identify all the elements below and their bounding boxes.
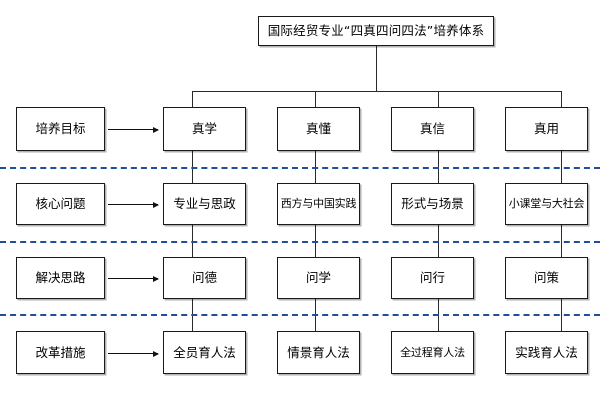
cell-box-r1c3: 真信 bbox=[391, 107, 474, 151]
column-spine-3 bbox=[438, 107, 439, 352]
cell-text-r2c1: 专业与思政 bbox=[173, 196, 236, 212]
row-arrow-2 bbox=[108, 201, 159, 208]
cell-box-r1c4: 真用 bbox=[505, 107, 588, 151]
cell-box-r3c4: 问策 bbox=[505, 257, 588, 299]
bus-drop-connector-3 bbox=[438, 91, 439, 107]
row-label-box-4: 改革措施 bbox=[16, 331, 105, 374]
row-label-text-3: 解决思路 bbox=[35, 270, 86, 286]
cell-text-r3c1: 问德 bbox=[191, 270, 217, 286]
cell-text-r1c4: 真用 bbox=[533, 121, 559, 137]
cell-text-r3c3: 问行 bbox=[419, 270, 445, 286]
cell-box-r4c4: 实践育人法 bbox=[505, 331, 588, 374]
title-bus-connector bbox=[192, 91, 561, 92]
chart-title-text: 国际经贸专业“四真四问四法”培养体系 bbox=[267, 23, 485, 39]
row-label-box-1: 培养目标 bbox=[16, 107, 105, 151]
cell-box-r1c1: 真学 bbox=[163, 107, 246, 151]
cell-text-r3c4: 问策 bbox=[533, 270, 559, 286]
bus-drop-connector-4 bbox=[561, 91, 562, 107]
chart-title-box: 国际经贸专业“四真四问四法”培养体系 bbox=[258, 16, 494, 46]
cell-text-r2c4: 小课堂与大社会 bbox=[508, 197, 585, 211]
cell-box-r4c3: 全过程育人法 bbox=[391, 331, 474, 374]
row-label-text-4: 改革措施 bbox=[35, 344, 86, 360]
cell-box-r1c2: 真懂 bbox=[277, 107, 360, 151]
row-separator-2 bbox=[0, 241, 600, 243]
cell-text-r4c2: 情景育人法 bbox=[287, 344, 350, 360]
row-arrow-3 bbox=[108, 275, 159, 282]
bus-drop-connector-1 bbox=[192, 91, 193, 107]
cell-box-r2c4: 小课堂与大社会 bbox=[505, 183, 588, 225]
row-label-box-3: 解决思路 bbox=[16, 257, 105, 299]
cell-box-r2c2: 西方与中国实践 bbox=[277, 183, 360, 225]
title-drop-connector bbox=[376, 46, 377, 91]
cell-text-r4c3: 全过程育人法 bbox=[400, 345, 465, 359]
cell-text-r4c4: 实践育人法 bbox=[515, 344, 578, 360]
row-arrow-1 bbox=[108, 126, 159, 133]
column-spine-1 bbox=[192, 107, 193, 352]
cell-text-r1c2: 真懂 bbox=[305, 121, 331, 137]
cell-box-r3c1: 问德 bbox=[163, 257, 246, 299]
row-label-box-2: 核心问题 bbox=[16, 183, 105, 225]
row-separator-1 bbox=[0, 167, 600, 169]
cell-text-r1c1: 真学 bbox=[191, 121, 217, 137]
cell-box-r4c2: 情景育人法 bbox=[277, 331, 360, 374]
cell-box-r4c1: 全员育人法 bbox=[163, 331, 246, 374]
cell-box-r3c3: 问行 bbox=[391, 257, 474, 299]
row-label-text-2: 核心问题 bbox=[35, 196, 86, 212]
cell-text-r4c1: 全员育人法 bbox=[173, 344, 236, 360]
bus-drop-connector-2 bbox=[315, 91, 316, 107]
cell-text-r1c3: 真信 bbox=[419, 121, 445, 137]
row-label-text-1: 培养目标 bbox=[35, 121, 86, 137]
row-arrow-4 bbox=[108, 350, 159, 357]
column-spine-2 bbox=[315, 107, 316, 352]
cell-text-r2c2: 西方与中国实践 bbox=[280, 197, 357, 211]
cell-box-r2c3: 形式与场景 bbox=[391, 183, 474, 225]
row-separator-3 bbox=[0, 314, 600, 316]
column-spine-4 bbox=[561, 107, 562, 352]
cell-text-r2c3: 形式与场景 bbox=[401, 196, 464, 212]
cell-box-r2c1: 专业与思政 bbox=[163, 183, 246, 225]
cell-box-r3c2: 问学 bbox=[277, 257, 360, 299]
cell-text-r3c2: 问学 bbox=[305, 270, 331, 286]
